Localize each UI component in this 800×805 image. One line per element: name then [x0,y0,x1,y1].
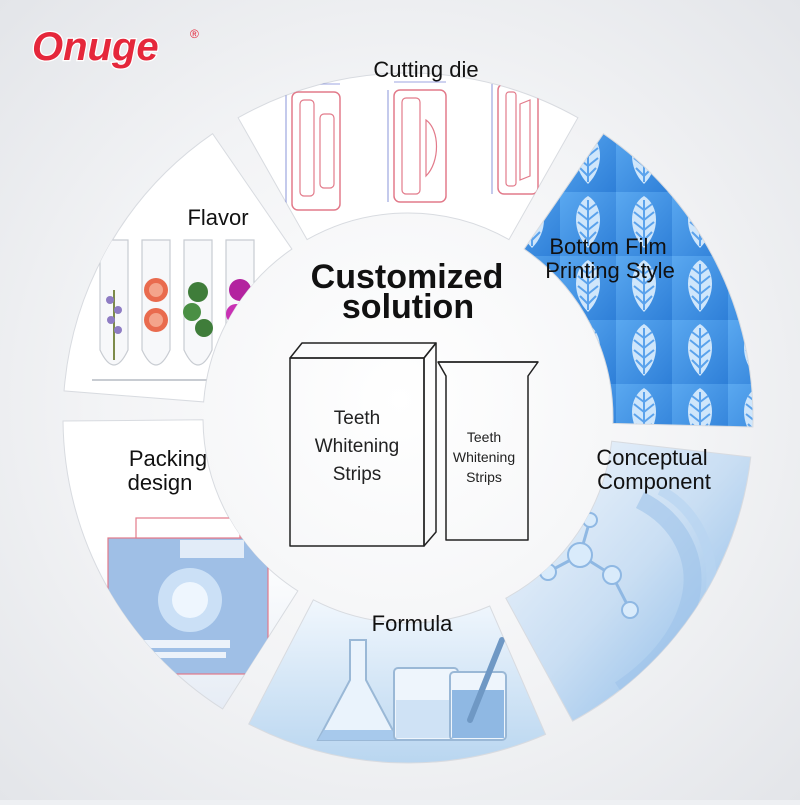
onuge-logo: Onuge ® [31,24,199,71]
box-text-line2: Whitening [315,436,400,457]
logo-text: Onuge [32,25,159,69]
center-title-line2: solution [342,288,474,326]
conceptual-label-line1: Conceptual [596,445,707,470]
center-title-line1: Customized [311,258,504,296]
bottom-film-label-line1: Bottom Film [549,234,666,259]
segment-formula: Formula [248,599,547,764]
bottom-film-label-line2: Printing Style [545,258,675,283]
flavor-segment-shape [63,132,293,403]
packing-label-line1: Packing [129,446,207,471]
lab-glassware-icon [316,637,507,741]
pouch-text-line1: Teeth [467,429,501,445]
pouch-text-line3: Strips [466,469,502,485]
bottom-film-segment-shape [523,132,754,428]
cutting-die-label: Cutting die [373,57,478,82]
segment-packing-design: Packing design [62,419,299,710]
pouch-icon [437,361,539,541]
pouch-text-line2: Whitening [453,449,515,465]
flavor-label: Flavor [187,205,248,230]
segment-conceptual-component: Conceptual Component [505,440,752,722]
conceptual-label-line2: Component [597,469,711,494]
box-text-line1: Teeth [334,408,380,429]
product-box-icon [289,342,437,547]
formula-label: Formula [372,611,453,636]
box-dieline-icon [107,517,269,675]
segment-cutting-die: Cutting die [237,57,579,241]
segment-bottom-film: Bottom Film Printing Style [523,132,754,428]
registered-mark: ® [190,27,199,41]
cutting-die-segment-shape [237,72,579,241]
box-text-line3: Strips [333,464,382,485]
segment-flavor: Flavor [63,132,293,403]
packing-label-line2: design [128,470,193,495]
